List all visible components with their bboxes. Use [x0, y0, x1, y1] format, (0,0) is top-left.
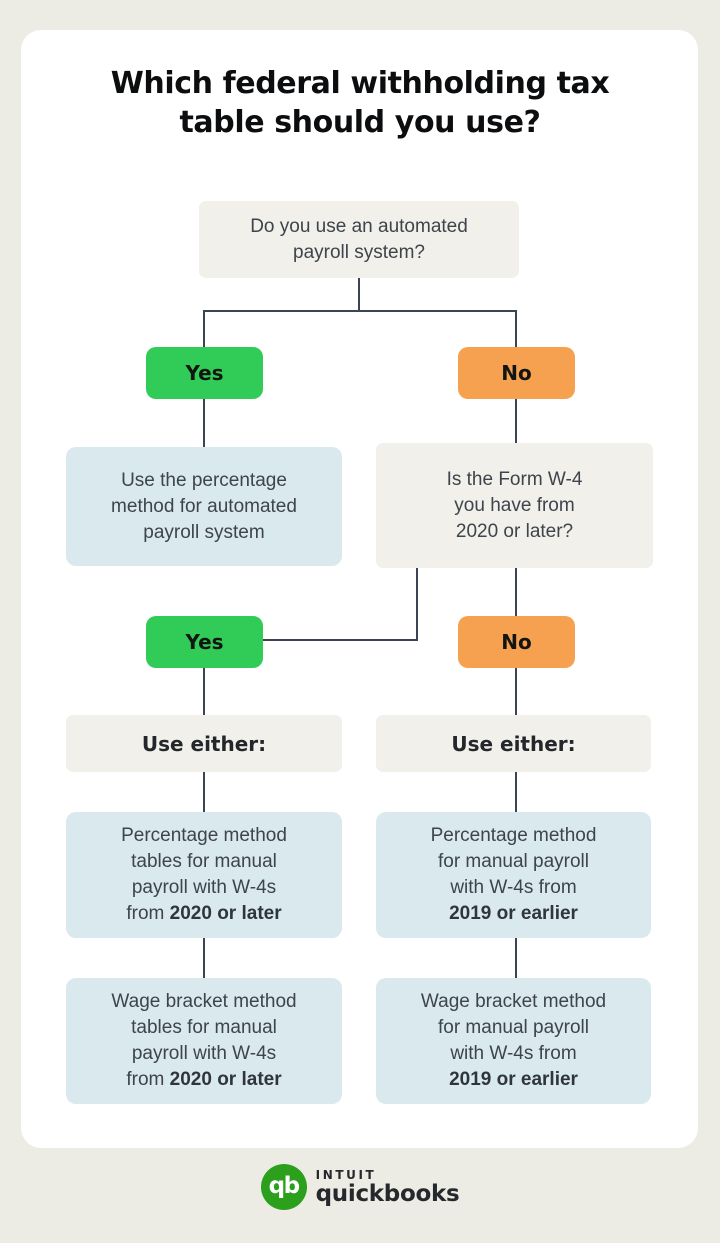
result-text: Wage bracket method [111, 991, 297, 1012]
result-text: method for automated [111, 495, 297, 517]
question-text: Do you use an automated [250, 215, 468, 237]
result-text: from 2020 or later [126, 903, 282, 924]
connector-line [203, 772, 205, 812]
page-title-line: Which federal withholding tax [110, 66, 610, 101]
connector-line [203, 668, 205, 715]
connector-line [203, 399, 205, 447]
connector-line [515, 938, 517, 978]
result-box-wage-bracket-2020: Wage bracket method tables for manual pa… [66, 978, 342, 1104]
result-text: Percentage method [430, 825, 597, 846]
quickbooks-logo-icon: qb [260, 1164, 307, 1210]
connector-line [515, 568, 517, 616]
connector-line [203, 938, 205, 978]
result-text: Use the percentage [121, 469, 287, 491]
question-box-w4-year: Is the Form W-4 you have from 2020 or la… [376, 443, 653, 568]
connector-line [515, 668, 517, 715]
result-box-automated-percentage: Use the percentage method for automated … [66, 447, 342, 566]
result-text: Percentage method [121, 825, 287, 846]
use-either-left-box: Use either: [66, 715, 342, 772]
result-text: with W-4s from [450, 877, 577, 898]
quickbooks-wordmark: quickbooks [315, 1181, 460, 1207]
connector-line [416, 568, 418, 641]
page-title-line: table should you use? [179, 105, 541, 140]
question-text: Is the Form W-4 [446, 468, 583, 490]
result-text: Wage bracket method [420, 991, 607, 1012]
connector-line [203, 310, 205, 347]
yes-button-2: Yes [146, 616, 263, 668]
intuit-wordmark: INTUIT [315, 1168, 377, 1182]
result-box-percentage-2019: Percentage method for manual payroll wit… [376, 812, 651, 938]
result-text: for manual payroll [437, 851, 590, 872]
question-box-automated-payroll: Do you use an automated payroll system? [199, 201, 519, 278]
page-title: Which federal withholding tax table shou… [0, 64, 720, 142]
result-text: for manual payroll [437, 1017, 590, 1038]
yes-button-1: Yes [146, 347, 263, 399]
result-text: payroll with W-4s [131, 877, 277, 898]
use-either-right-box: Use either: [376, 715, 651, 772]
connector-line [515, 772, 517, 812]
result-box-wage-bracket-2019: Wage bracket method for manual payroll w… [376, 978, 651, 1104]
question-text: payroll system? [293, 241, 425, 263]
result-box-percentage-2020: Percentage method tables for manual payr… [66, 812, 342, 938]
result-text: payroll with W-4s [131, 1043, 277, 1064]
result-text: with W-4s from [450, 1043, 577, 1064]
connector-line [515, 310, 517, 347]
question-text: 2020 or later? [455, 520, 574, 542]
result-text: tables for manual [131, 1017, 277, 1038]
brand-wordmark: INTUIT quickbooks [316, 1168, 460, 1206]
result-text: payroll system [143, 521, 265, 543]
connector-line [358, 278, 360, 312]
result-text: tables for manual [131, 851, 277, 872]
result-text: from 2020 or later [126, 1069, 282, 1090]
connector-line [203, 310, 517, 312]
no-button-2: No [458, 616, 575, 668]
connector-line [515, 399, 517, 443]
result-text: 2019 or earlier [449, 1069, 578, 1090]
question-text: you have from [454, 494, 575, 516]
connector-line [263, 639, 418, 641]
quickbooks-logo: qb INTUIT quickbooks [0, 1164, 720, 1210]
no-button-1: No [458, 347, 575, 399]
result-text: 2019 or earlier [449, 903, 578, 924]
